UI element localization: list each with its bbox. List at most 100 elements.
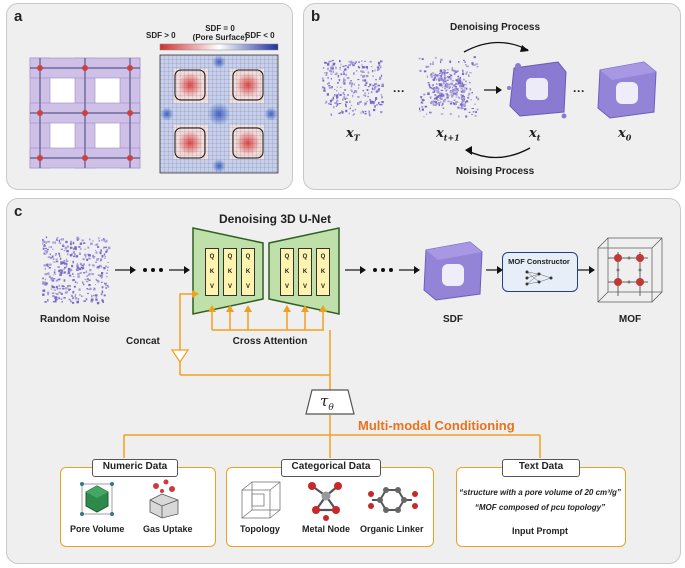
noise-point (83, 300, 86, 302)
noise-point (72, 241, 75, 245)
noise-point (100, 292, 103, 296)
noise-point (101, 239, 103, 242)
noise-point (438, 83, 442, 85)
noise-point (42, 290, 44, 292)
noise-point (44, 250, 47, 252)
noise-point (345, 105, 347, 108)
noise-point (47, 293, 49, 296)
mof-constructor-label: MOF Constructor (508, 257, 570, 266)
noise-point (430, 76, 433, 78)
noise-point (430, 100, 433, 104)
noise-point (52, 294, 55, 298)
noise-point (451, 68, 454, 70)
noise-point (471, 108, 474, 109)
noise-point (345, 109, 348, 113)
noise-point (74, 297, 78, 300)
noise-point (463, 104, 466, 107)
noise-point (60, 270, 64, 272)
noise-point (89, 287, 91, 290)
noise-point (60, 298, 62, 300)
noise-point (461, 100, 463, 103)
noise-point (360, 70, 363, 72)
noise-point (342, 111, 344, 114)
noise-point (66, 260, 69, 262)
noise-point (72, 273, 74, 275)
noise-point (327, 83, 329, 85)
noise-point (474, 103, 476, 105)
noise-point (446, 72, 448, 74)
noise-point (69, 254, 73, 257)
noise-point (440, 79, 443, 81)
noise-point (457, 82, 460, 85)
noise-point (454, 103, 457, 106)
noise-point (441, 71, 444, 74)
mof-structure-image (597, 237, 663, 303)
noise-point (53, 286, 56, 289)
noise-point (42, 293, 45, 296)
noise-point (80, 264, 83, 267)
noise-point (351, 61, 354, 64)
noise-point (86, 258, 89, 261)
noise-point (371, 66, 373, 68)
noise-point (440, 77, 443, 80)
noise-point (74, 281, 77, 283)
noise-point (79, 248, 82, 250)
noise-point (329, 69, 333, 73)
label-x-t-plus-1: xt+1 (436, 126, 460, 143)
noise-point (58, 269, 60, 273)
noise-point (350, 80, 352, 82)
noise-point (67, 268, 71, 271)
noise-point (95, 251, 98, 254)
noise-point (43, 282, 45, 284)
noise-point (62, 238, 64, 241)
noise-point (377, 84, 380, 87)
concat-label: Concat (126, 336, 160, 347)
noise-point (444, 85, 446, 87)
mof-label: MOF (618, 314, 642, 325)
noise-point (65, 265, 68, 268)
noise-point (76, 236, 79, 240)
noise-point (446, 89, 448, 92)
noise-point (421, 108, 424, 111)
noise-point (450, 92, 453, 94)
noise-point (63, 279, 66, 282)
noise-point (76, 238, 79, 241)
noise-point (364, 84, 367, 85)
noise-point (340, 86, 342, 88)
noise-point (87, 292, 89, 295)
noise-point (62, 245, 65, 247)
noise-point (424, 105, 428, 108)
noise-point (332, 97, 334, 100)
noise-point (329, 70, 331, 72)
pore-volume-icon (80, 482, 114, 516)
noise-point (101, 290, 104, 293)
noise-point (450, 101, 453, 103)
noise-point (90, 242, 93, 246)
noise-point (440, 96, 444, 98)
noise-point (376, 90, 380, 92)
noise-point (328, 86, 331, 88)
noise-point (100, 274, 103, 277)
noise-point (458, 79, 462, 83)
noise-point (325, 74, 328, 76)
noise-point (99, 275, 102, 277)
noise-point (369, 83, 372, 86)
noise-point (453, 103, 455, 105)
noise-point (337, 103, 339, 105)
noise-point (339, 68, 341, 71)
noise-point (462, 85, 465, 88)
noise-point (435, 78, 438, 81)
noise-point (46, 263, 49, 266)
arrow-sdf-to-constructor (486, 266, 503, 274)
noise-point (332, 70, 335, 73)
noise-point (350, 60, 353, 63)
noise-point (374, 69, 376, 72)
noise-point (378, 102, 380, 104)
noise-point (54, 296, 57, 299)
noise-point (44, 278, 47, 281)
noise-point (331, 67, 334, 70)
noise-point (72, 260, 74, 264)
noise-point (339, 103, 342, 105)
noise-point (92, 294, 95, 297)
noise-point (446, 76, 449, 78)
